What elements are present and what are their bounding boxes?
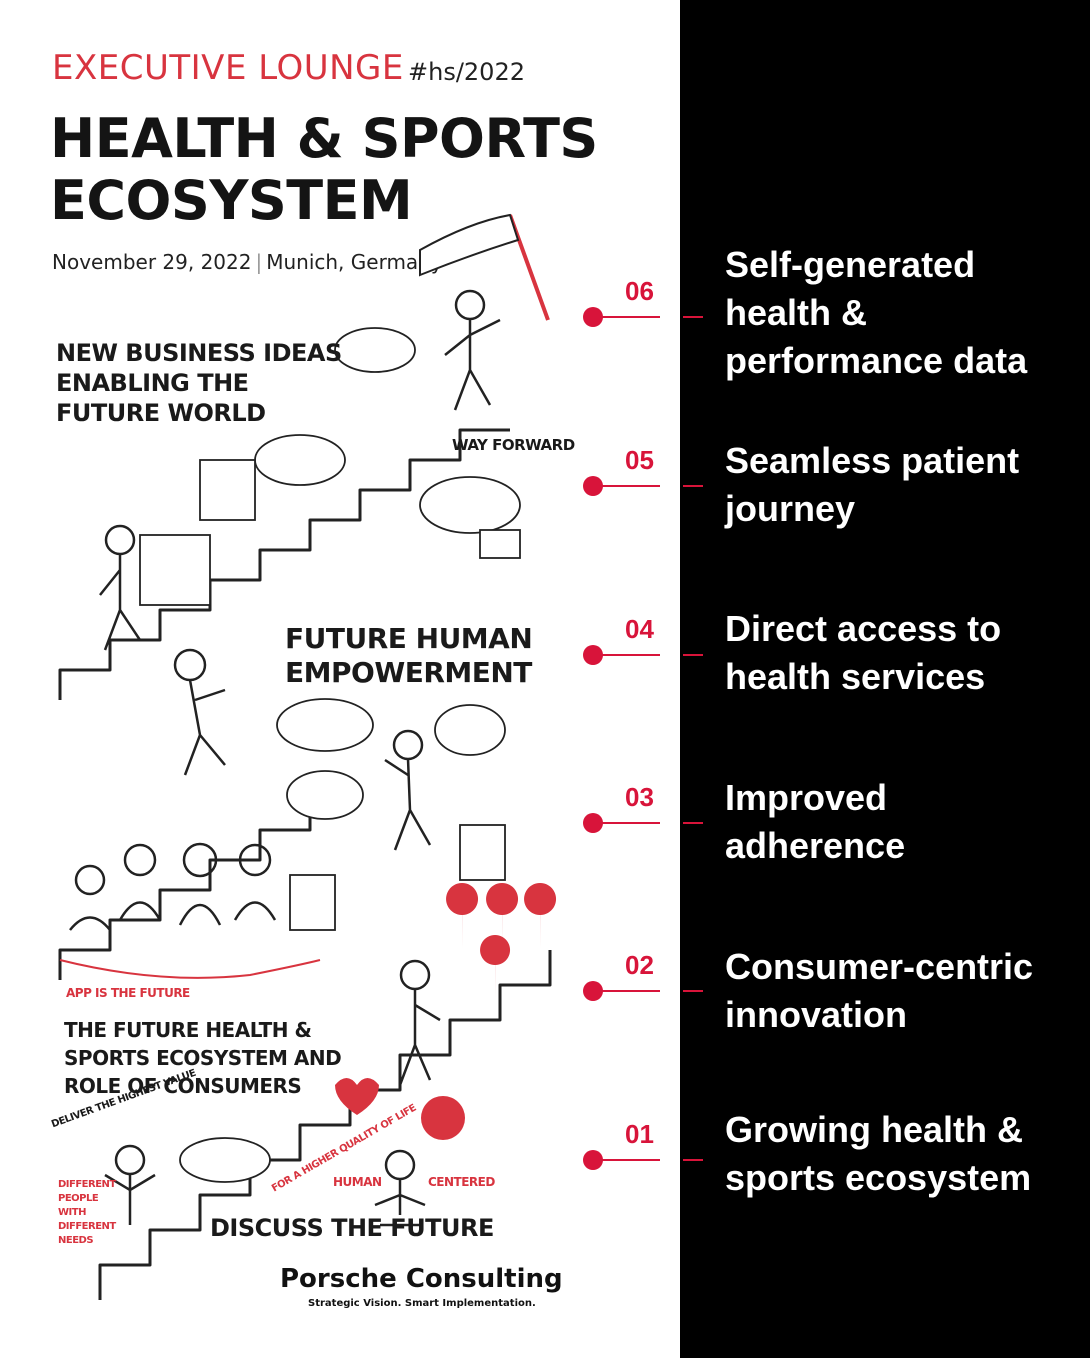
section-consumers-line1: THE FUTURE HEALTH & — [64, 1018, 312, 1042]
section-consumers: THE FUTURE HEALTH & SPORTS ECOSYSTEM AND… — [64, 1016, 342, 1100]
step-connector — [600, 990, 660, 992]
step-number: 01 — [625, 1119, 654, 1149]
step-label-line1: Improved — [725, 777, 888, 818]
brand-tagline: Strategic Vision. Smart Implementation. — [308, 1298, 536, 1309]
step-label: Improved adherence — [725, 774, 905, 870]
step-label-line2: journey — [725, 488, 856, 529]
section-consumers-line3: ROLE OF CONSUMERS — [64, 1074, 302, 1098]
section-empowerment-line1: FUTURE HUMAN — [285, 622, 533, 655]
brand-name: Porsche Consulting — [280, 1264, 563, 1294]
step-connector — [600, 485, 660, 487]
step-connector-right — [683, 990, 703, 992]
step-connector — [600, 654, 660, 656]
step-connector — [600, 822, 660, 824]
step-label: Self-generated health & performance data — [725, 241, 1027, 385]
step-label-line1: Consumer-centric — [725, 946, 1034, 987]
benefits-panel — [680, 0, 1090, 1358]
step-label: Growing health & sports ecosystem — [725, 1106, 1031, 1202]
section-human: HUMAN — [333, 1175, 382, 1189]
staircase-illustration — [58, 213, 557, 1300]
step-number: 02 — [625, 950, 654, 980]
section-new-business: NEW BUSINESS IDEAS ENABLING THE FUTURE W… — [56, 338, 342, 428]
step-dot — [583, 476, 603, 496]
step-dot — [583, 645, 603, 665]
section-app-future: APP IS THE FUTURE — [66, 986, 190, 1000]
step-number: 04 — [625, 614, 654, 644]
step-dot — [583, 1150, 603, 1170]
step-label: Consumer-centric innovation — [725, 943, 1033, 1039]
step-connector-right — [683, 1159, 703, 1161]
dateline: November 29, 2022|Munich, Germany — [52, 250, 443, 274]
section-way-forward: WAY FORWARD — [452, 436, 575, 454]
event-date: November 29, 2022 — [52, 250, 252, 274]
step-label-line1: Direct access to — [725, 608, 1002, 649]
section-empowerment-line2: EMPOWERMENT — [285, 656, 532, 689]
step-connector-right — [683, 654, 703, 656]
step-connector-right — [683, 822, 703, 824]
step-dot — [583, 981, 603, 1001]
poster-title-line2: ECOSYSTEM — [50, 169, 413, 232]
step-label-line2: health services — [725, 656, 986, 697]
step-dot — [583, 813, 603, 833]
step-connector — [600, 1159, 660, 1161]
poster-title: HEALTH & SPORTS ECOSYSTEM — [50, 108, 598, 232]
section-new-business-line1: NEW BUSINESS IDEAS — [56, 339, 342, 367]
section-discuss: DISCUSS THE FUTURE — [210, 1214, 494, 1242]
hashtag: #hs/2022 — [408, 58, 525, 86]
event-label: EXECUTIVE LOUNGE — [52, 48, 404, 88]
step-label-line2: innovation — [725, 994, 907, 1035]
step-connector-right — [683, 485, 703, 487]
poster-title-line1: HEALTH & SPORTS — [50, 107, 598, 170]
step-connector — [600, 316, 660, 318]
section-different-people: DIFFERENT PEOPLE WITH DIFFERENT NEEDS — [58, 1179, 116, 1246]
step-label-line2: adherence — [725, 825, 906, 866]
step-label-line1: Seamless patient — [725, 440, 1020, 481]
step-label: Seamless patient journey — [725, 437, 1019, 533]
step-label-line1: Self-generated — [725, 244, 976, 285]
step-label-line3: performance data — [725, 340, 1028, 381]
step-label-line2: health & — [725, 292, 868, 333]
step-label-line1: Growing health & — [725, 1109, 1024, 1150]
step-label: Direct access to health services — [725, 605, 1001, 701]
step-label-line2: sports ecosystem — [725, 1157, 1032, 1198]
section-centered: CENTERED — [428, 1175, 495, 1189]
section-new-business-line3: FUTURE WORLD — [56, 399, 266, 427]
section-consumers-line2: SPORTS ECOSYSTEM AND — [64, 1046, 342, 1070]
step-number: 05 — [625, 445, 654, 475]
step-number: 03 — [625, 782, 654, 812]
section-empowerment: FUTURE HUMAN EMPOWERMENT — [285, 622, 533, 690]
section-new-business-line2: ENABLING THE — [56, 369, 249, 397]
step-dot — [583, 307, 603, 327]
step-number: 06 — [625, 276, 654, 306]
event-location: Munich, Germany — [266, 250, 443, 274]
step-connector-right — [683, 316, 703, 318]
graphic-recording-poster: EXECUTIVE LOUNGE #hs/2022 HEALTH & SPORT… — [50, 48, 599, 1309]
